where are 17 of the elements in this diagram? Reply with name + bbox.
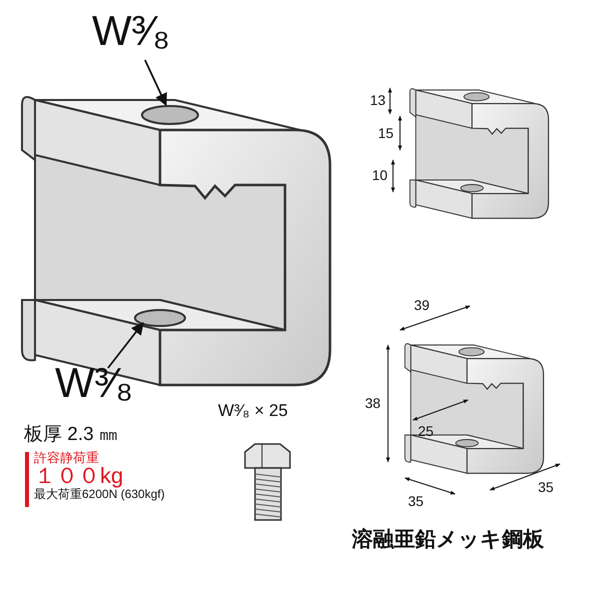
dimension-label: 39 [414, 298, 430, 314]
dimension-label: 38 [365, 396, 381, 412]
arrow [144, 60, 167, 106]
thickness-label: 板厚 2.3 ㎜ [24, 425, 118, 446]
dimension-label: 10 [372, 168, 388, 184]
load-value: １００kg [34, 464, 124, 488]
dimension-label: 35 [408, 494, 424, 510]
max-load-note: 最大荷重6200N (630kgf) [34, 488, 166, 502]
material-label: 溶融亜鉛メッキ鋼板 [352, 528, 544, 552]
dimension-label: 15 [378, 126, 394, 142]
load-heading: 許容静荷重 [34, 451, 99, 466]
arrow [107, 322, 144, 369]
dimension-label: 35 [538, 480, 554, 496]
thread-size-label: W³⁄₈ [92, 8, 170, 54]
dimension-label: 13 [370, 93, 386, 108]
bolt-size-label: W³⁄₈ × 25 [218, 402, 288, 421]
thread-size-label: W³⁄₈ [55, 360, 134, 406]
